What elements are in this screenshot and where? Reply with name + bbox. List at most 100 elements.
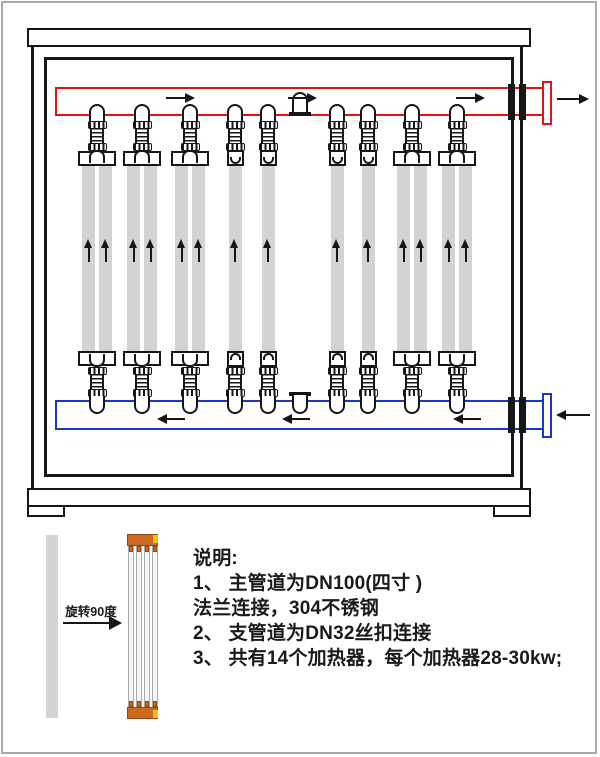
branch-dome-bottom: [134, 396, 150, 414]
legend-element-tube: [144, 546, 150, 707]
branch-dome-top: [449, 104, 465, 122]
legend-cap-tab: [152, 701, 157, 707]
tube-flow-arrow-stem: [447, 248, 450, 262]
branch-flex-spring: [135, 374, 149, 390]
branch-arc: [362, 157, 374, 164]
tube-flow-arrow-head: [83, 239, 92, 248]
branch-flex-spring: [361, 374, 375, 390]
branch-arc: [331, 157, 343, 164]
branch-dome-top: [182, 104, 198, 122]
outlet-arrow-icon: [579, 94, 589, 104]
branch-arc: [262, 353, 274, 360]
outlet-arrow-stem: [557, 98, 581, 100]
legend-cap-bottom-terminal: [153, 710, 158, 718]
tube-flow-arrow-stem: [367, 248, 369, 262]
tube-flow-arrow-head: [100, 239, 109, 248]
branch-arch: [449, 150, 465, 163]
branch-dome-top: [134, 104, 150, 122]
tube-flow-arrow-stem: [104, 248, 107, 262]
cold-pipe-wall-seal: [518, 397, 526, 433]
hot-flow-arrow-head: [475, 93, 485, 103]
hot-flow-arrow-stem: [456, 97, 476, 99]
legend-element-tube: [128, 546, 134, 707]
cabinet-base: [27, 488, 531, 507]
branch-flex-spring: [261, 374, 275, 390]
hot-pipe-wall-seal: [508, 84, 515, 120]
legend-cap-tab: [136, 546, 141, 552]
branch-dome-top: [360, 104, 376, 122]
tube-flow-arrow-head: [128, 239, 137, 248]
branch-flex-spring: [90, 374, 104, 390]
legend-element-tube: [136, 546, 142, 707]
legend-element-tube: [152, 546, 158, 707]
legend-cap-tab: [152, 546, 157, 552]
branch-flex-spring: [330, 128, 344, 144]
branch-flex-spring: [228, 128, 242, 144]
tube-flow-arrow-stem: [180, 248, 183, 262]
inlet-arrow-stem: [566, 414, 590, 416]
branch-flex-spring: [183, 128, 197, 144]
branch-arch: [89, 150, 105, 163]
tube-flow-arrow-head: [263, 239, 271, 248]
branch-dome-bottom: [260, 396, 276, 414]
legend-cap-tab: [136, 701, 141, 707]
branch-flex-spring: [228, 374, 242, 390]
tube-flow-arrow-head: [443, 239, 452, 248]
cabinet-foot-right: [493, 505, 531, 517]
branch-arch: [182, 150, 198, 163]
cabinet-wall-right: [520, 47, 523, 490]
branch-dome-top: [89, 104, 105, 122]
branch-flex-spring: [135, 128, 149, 144]
hot-flow-arrow-stem: [166, 97, 186, 99]
cold-flow-arrow-head: [453, 414, 463, 424]
cabinet-wall-left: [31, 47, 34, 490]
tube-flow-arrow-stem: [336, 248, 338, 262]
branch-dome-bottom: [329, 396, 345, 414]
branch-arc: [362, 353, 374, 360]
branch-arc: [262, 157, 274, 164]
tube-flow-arrow-head: [415, 239, 424, 248]
tube-flow-arrow-stem: [234, 248, 236, 262]
legend-cap-tab: [128, 701, 133, 707]
branch-arc: [229, 157, 241, 164]
rotate-arrow-icon: [109, 616, 122, 630]
legend-cap-tab: [128, 546, 133, 552]
cold-flow-arrow-stem: [461, 418, 481, 420]
branch-dome-bottom: [404, 396, 420, 414]
notes-title: 说明:: [193, 548, 238, 569]
branch-arch: [134, 150, 150, 163]
legend-cap-tab: [144, 546, 149, 552]
branch-arch: [404, 354, 420, 367]
cold-flow-arrow-head: [157, 414, 167, 424]
hot-outlet-flange: [542, 81, 552, 125]
tube-flow-arrow-head: [145, 239, 154, 248]
rotate-arrow-stem: [63, 622, 111, 624]
branch-arch: [134, 354, 150, 367]
tube-flow-arrow-head: [193, 239, 202, 248]
legend-heater-front-view: [127, 534, 160, 719]
branch-dome-top: [329, 104, 345, 122]
tube-flow-arrow-stem: [132, 248, 135, 262]
tube-flow-arrow-stem: [419, 248, 422, 262]
tube-flow-arrow-head: [460, 239, 469, 248]
branch-dome-bottom: [227, 396, 243, 414]
branch-dome-top: [260, 104, 276, 122]
notes-line-3: 2、 支管道为DN32丝扣连接: [193, 623, 432, 644]
branch-flex-spring: [450, 128, 464, 144]
branch-dome-bottom: [360, 396, 376, 414]
branch-flex-spring: [405, 128, 419, 144]
notes-line-2: 法兰连接，304不锈钢: [193, 598, 379, 619]
hot-flow-arrow-head: [307, 93, 317, 103]
hot-flow-arrow-stem: [288, 97, 308, 99]
cold-inlet-flange: [542, 393, 552, 438]
tube-flow-arrow-stem: [149, 248, 152, 262]
branch-flex-spring: [405, 374, 419, 390]
branch-flex-spring: [183, 374, 197, 390]
branch-arch: [182, 354, 198, 367]
tube-flow-arrow-head: [398, 239, 407, 248]
tube-flow-arrow-stem: [402, 248, 405, 262]
